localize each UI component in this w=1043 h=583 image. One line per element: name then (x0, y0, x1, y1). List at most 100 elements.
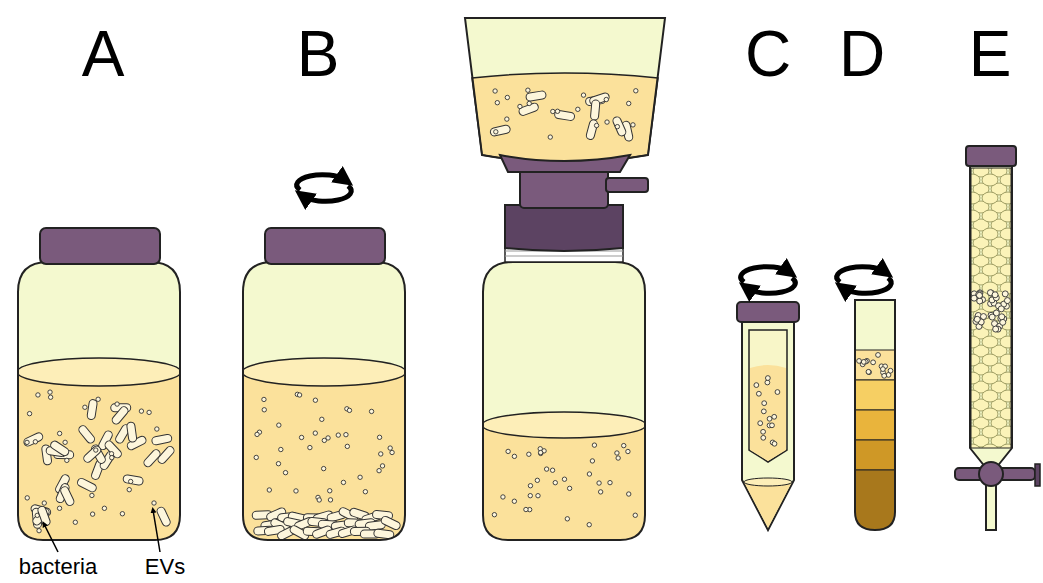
vesicle (772, 441, 777, 446)
vesicle (565, 517, 569, 521)
vesicle (604, 97, 608, 101)
vesicle (494, 130, 498, 134)
vesicle (615, 124, 619, 128)
vesicle (876, 353, 881, 358)
vesicle (48, 395, 52, 399)
vesicle (294, 489, 298, 493)
vesicle (867, 370, 872, 375)
vesicle (977, 293, 983, 299)
vesicle (627, 101, 631, 105)
vesicle (262, 408, 266, 412)
vesicle (633, 513, 637, 517)
culture-bottle (10, 228, 190, 552)
vesicle (345, 444, 349, 448)
vesicle (328, 489, 332, 493)
vesicle (592, 443, 596, 447)
vesicle (536, 494, 540, 498)
bacterium (490, 124, 511, 136)
vesicle (344, 432, 348, 436)
vesicle (313, 398, 317, 402)
vesicle (1002, 291, 1008, 297)
vesicle (492, 512, 496, 516)
vesicle (377, 468, 381, 472)
bacterium (23, 431, 44, 447)
vesicle (276, 461, 280, 465)
vesicle (1000, 319, 1006, 325)
bacterium (77, 424, 96, 445)
vesicle (127, 487, 131, 491)
vesicle (587, 523, 591, 527)
vesicle (48, 390, 52, 394)
gradient-tube (850, 300, 900, 540)
vesicle (767, 416, 772, 421)
panel-letter: C (745, 22, 791, 86)
vesicle (152, 501, 156, 505)
vesicle (772, 414, 777, 419)
vesicle (626, 449, 630, 453)
vesicle (615, 451, 619, 455)
panel-letter: A (82, 22, 125, 86)
vesicle (358, 475, 362, 479)
vesicle (527, 452, 531, 456)
bacterium (82, 445, 102, 464)
vesicle (538, 450, 542, 454)
panel-letter: E (969, 22, 1012, 86)
vesicle (587, 472, 591, 476)
vesicle (527, 101, 531, 105)
vesicle (255, 432, 259, 436)
vesicle (277, 423, 281, 427)
bacterium (380, 515, 401, 531)
vesicle (761, 409, 766, 414)
bacterium (37, 505, 51, 527)
vesicle (313, 431, 317, 435)
vesicle (971, 295, 977, 301)
panel-letter: B (297, 22, 340, 86)
vesicle (775, 390, 780, 395)
vesicle (553, 480, 557, 484)
vesicle (90, 493, 94, 497)
vesicle (562, 477, 566, 481)
vesicle (495, 100, 499, 104)
bacterium (151, 434, 172, 446)
vesicle (328, 498, 332, 502)
rotation-arrows (297, 175, 891, 294)
bacterium (142, 448, 161, 468)
vesicle (605, 120, 609, 124)
vesicle (120, 512, 124, 516)
vesicle (506, 449, 510, 453)
vesicle (551, 109, 555, 113)
vesicle (42, 501, 46, 505)
vesicle (548, 135, 552, 139)
vesicle (147, 410, 151, 414)
vesicle (974, 316, 980, 322)
vesicle (390, 450, 394, 454)
vesicle (512, 454, 516, 458)
vesicle (555, 109, 559, 113)
vesicle (524, 507, 528, 511)
sec-column (955, 146, 1040, 530)
vesicle (528, 493, 532, 497)
bacterium (518, 102, 540, 116)
vesicle (322, 438, 326, 442)
leader-lines (44, 510, 160, 552)
vesicle (33, 440, 37, 444)
bacterium (554, 110, 575, 121)
vesicle (581, 93, 585, 97)
vesicle (90, 512, 94, 516)
vesicle (761, 435, 766, 440)
vesicle (1004, 298, 1010, 304)
vesicle (283, 470, 287, 474)
vesicle (388, 446, 392, 450)
vesicle (347, 408, 351, 412)
vesicle (102, 506, 106, 510)
vesicle (336, 433, 340, 437)
vesicle (526, 88, 530, 92)
vesicle (380, 464, 384, 468)
vesicle (73, 520, 77, 524)
vesicle (539, 451, 543, 455)
bacterium (612, 116, 627, 138)
vesicle (998, 306, 1004, 312)
vesicle (992, 292, 998, 298)
